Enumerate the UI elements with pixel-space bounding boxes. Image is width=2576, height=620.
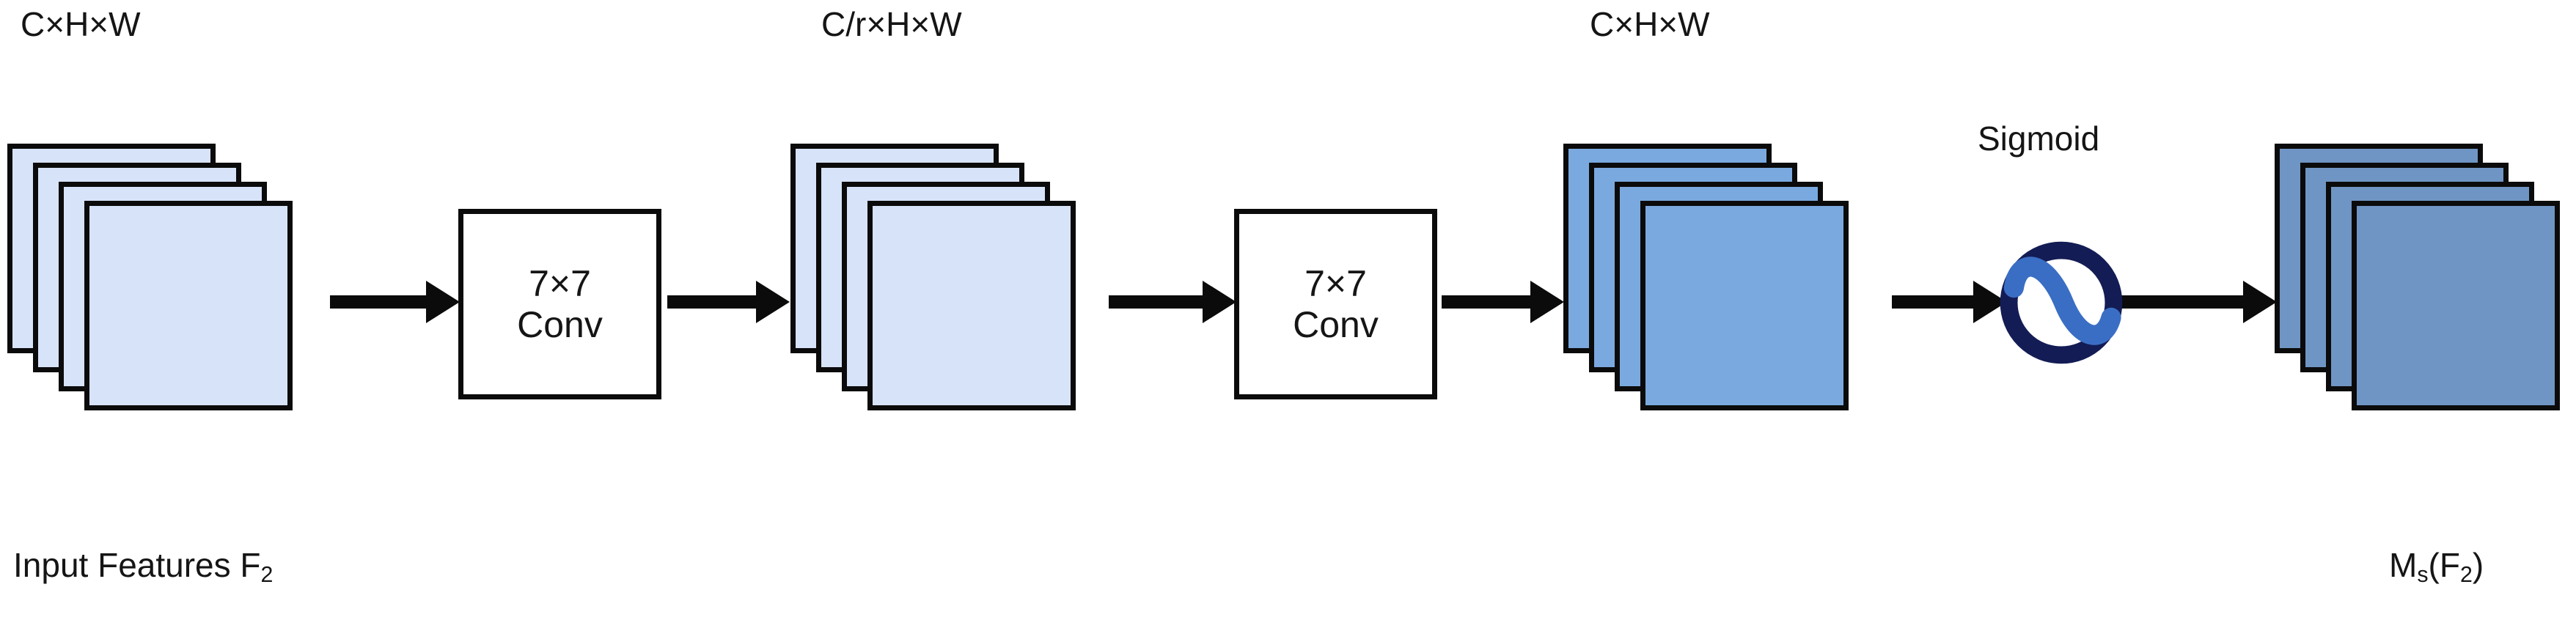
label-output-mask: Ms(F2): [2389, 546, 2484, 586]
label-subscript: s: [2417, 562, 2429, 587]
arrow-head-icon: [1203, 281, 1236, 323]
label-out-dims: C×H×W: [1590, 5, 1710, 43]
arrow-shaft: [1892, 295, 1976, 309]
input-feature-stack: [7, 144, 293, 410]
conv-kernel-label: 7×7: [1304, 263, 1367, 304]
restored-feature-stack: [1563, 144, 1849, 410]
arrow-head-icon: [426, 281, 460, 323]
sigmoid-curve: [2003, 257, 2121, 345]
label-mid-dims: C/r×H×W: [821, 5, 962, 43]
label-sigmoid: Sigmoid: [1978, 119, 2100, 158]
arrow-shaft: [667, 295, 759, 309]
arrow-shaft: [1109, 295, 1206, 309]
attention-map-stack: [2275, 144, 2560, 410]
feature-plate: [84, 201, 293, 410]
label-input-dims: C×H×W: [21, 5, 141, 43]
reduced-feature-stack: [790, 144, 1076, 410]
conv-type-label: Conv: [517, 304, 603, 345]
conv-type-label: Conv: [1293, 304, 1379, 345]
arrow-shaft: [1442, 295, 1533, 309]
label-tail-open: (F: [2428, 546, 2460, 584]
feature-plate: [1640, 201, 1849, 410]
label-main-text: M: [2389, 546, 2418, 584]
label-input-features: Input Features F2: [13, 546, 273, 586]
arrow-head-icon: [2243, 281, 2277, 323]
sigmoid-ring: [2000, 241, 2123, 364]
conv-kernel-label: 7×7: [529, 263, 591, 304]
arrow-head-icon: [1530, 281, 1564, 323]
arrow-head-icon: [756, 281, 790, 323]
arrow-shaft: [2118, 295, 2246, 309]
feature-plate: [2352, 201, 2560, 410]
label-tail-subscript: 2: [2459, 562, 2473, 587]
label-subscript: 2: [260, 562, 274, 587]
arrow-shaft: [330, 295, 429, 309]
label-main-text: Input Features F: [13, 546, 261, 584]
label-tail-close: ): [2472, 546, 2484, 584]
feature-plate: [867, 201, 1076, 410]
sigmoid-activation-icon[interactable]: [1999, 240, 2124, 365]
sigmoid-svg: [2000, 241, 2123, 364]
